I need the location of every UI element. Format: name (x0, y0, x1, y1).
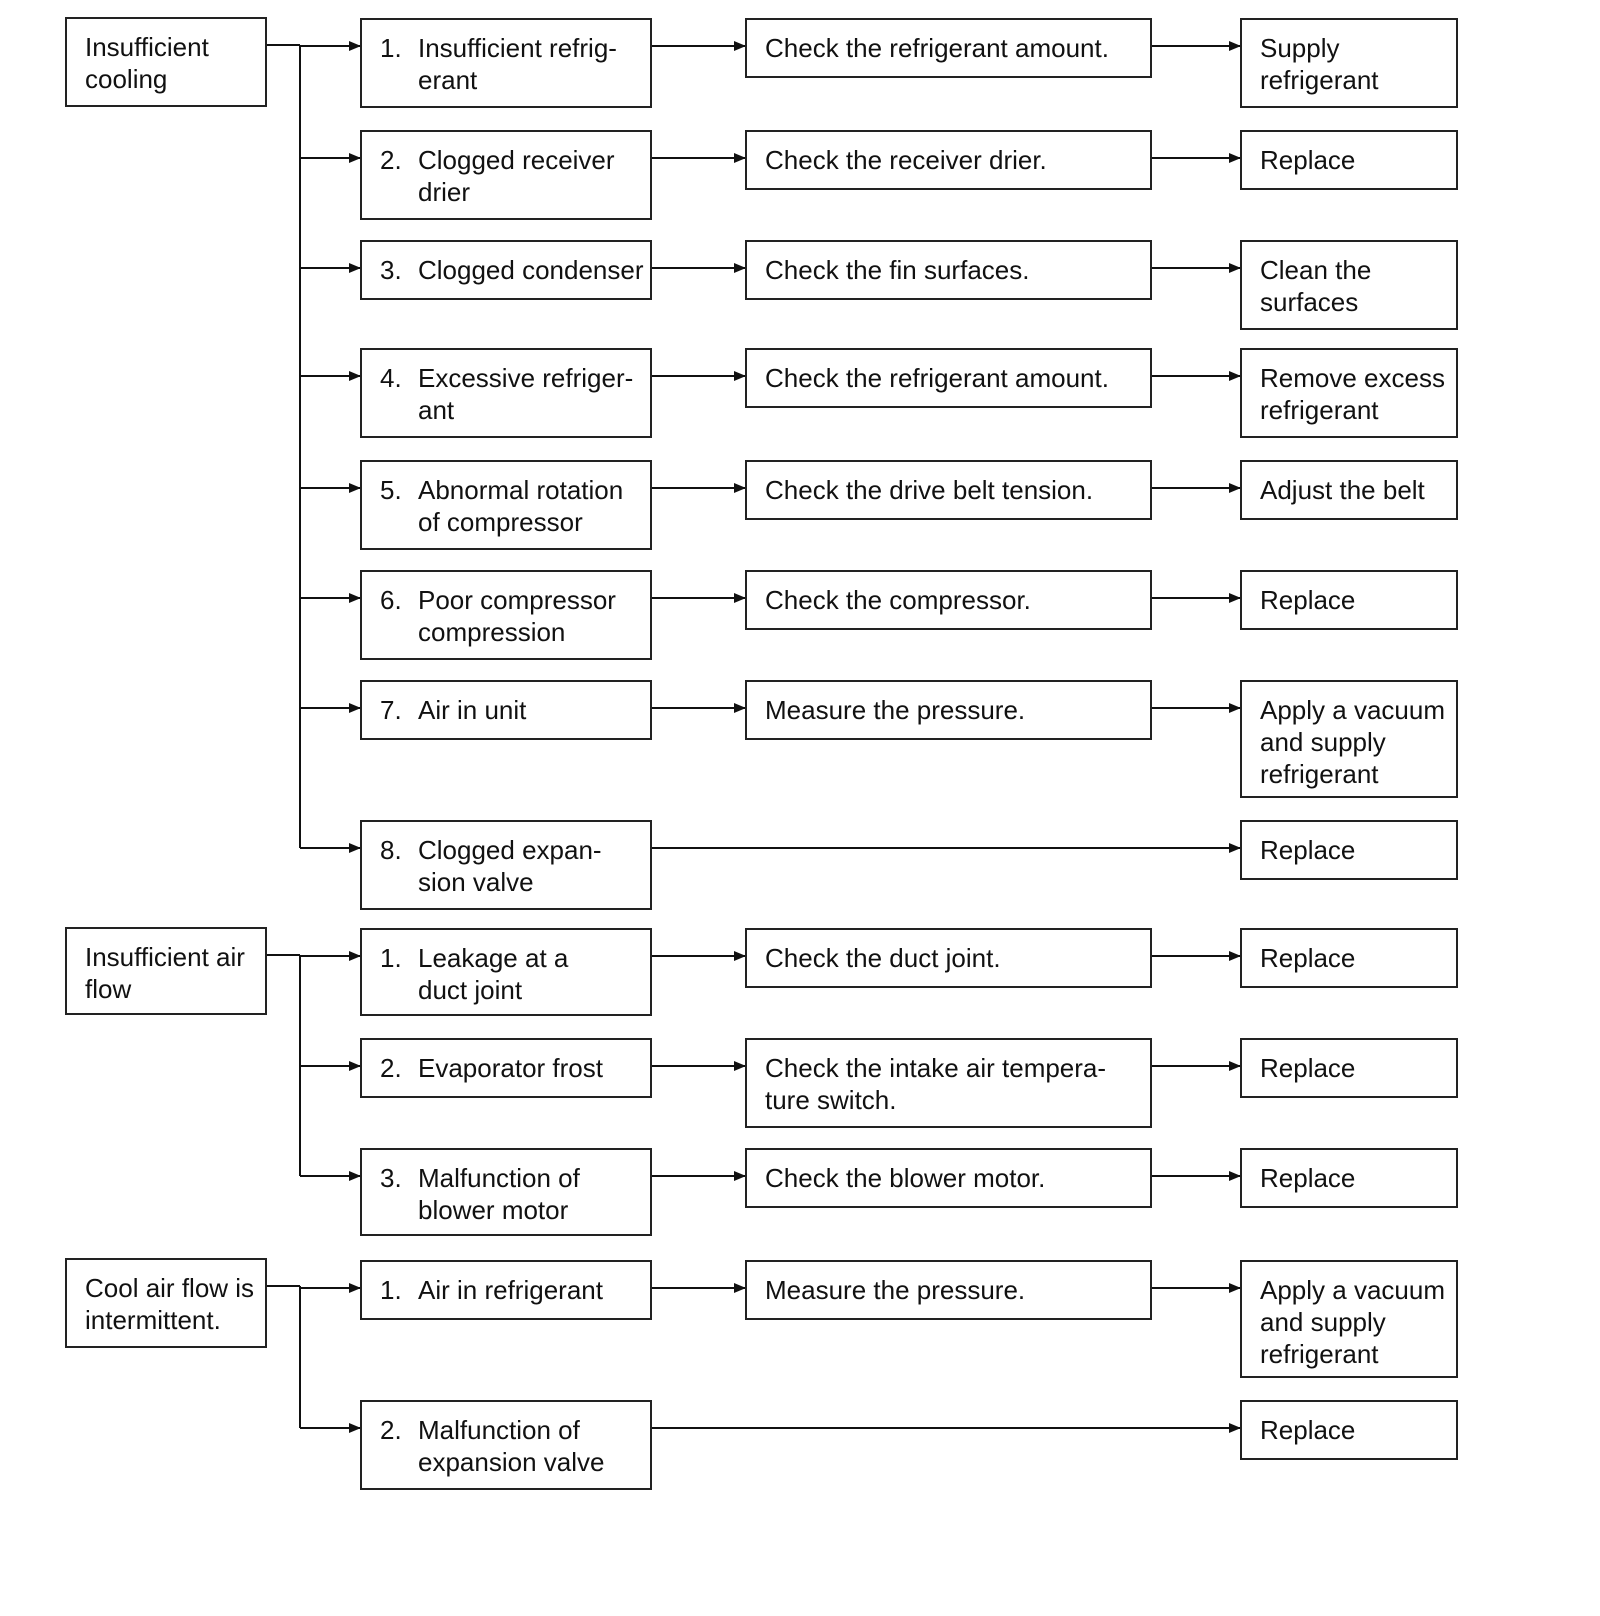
cause-number: 2. (380, 1415, 402, 1445)
remedy-box: Replace (1240, 820, 1458, 880)
cause-number: 7. (380, 695, 402, 725)
remedy-box: Replace (1240, 130, 1458, 190)
cause-label: Evaporator frost (418, 1053, 603, 1083)
cause-box: 1. Leakage at a duct joint (360, 928, 652, 1016)
remedy-box: Replace (1240, 928, 1458, 988)
cause-box: 2. Malfunction of expansion valve (360, 1400, 652, 1490)
cause-box: 5. Abnormal rotation of compressor (360, 460, 652, 550)
remedy-label: Remove excess refrigerant (1260, 363, 1445, 425)
remedy-box: Clean the surfaces (1240, 240, 1458, 330)
symptom-label: Insufficient air flow (85, 942, 245, 1004)
remedy-box: Adjust the belt (1240, 460, 1458, 520)
check-label: Check the compressor. (765, 585, 1031, 615)
remedy-label: Supply refrigerant (1260, 33, 1379, 95)
remedy-label: Adjust the belt (1260, 475, 1425, 505)
symptom-label: Insufficient cooling (85, 32, 209, 94)
cause-label: Malfunction of expansion valve (418, 1415, 605, 1477)
check-box: Check the refrigerant amount. (745, 348, 1152, 408)
symptom-box: Cool air flow is intermittent. (65, 1258, 267, 1348)
cause-number: 8. (380, 835, 402, 865)
symptom-label: Cool air flow is intermittent. (85, 1273, 255, 1335)
remedy-box: Remove excess refrigerant (1240, 348, 1458, 438)
check-box: Check the fin surfaces. (745, 240, 1152, 300)
cause-number: 2. (380, 1053, 402, 1083)
cause-box: 1. Insufficient refrig- erant (360, 18, 652, 108)
check-label: Check the refrigerant amount. (765, 363, 1109, 393)
cause-label: Air in refrigerant (418, 1275, 603, 1305)
remedy-label: Replace (1260, 1163, 1356, 1193)
check-box: Check the duct joint. (745, 928, 1152, 988)
check-label: Check the refrigerant amount. (765, 33, 1109, 63)
check-label: Check the duct joint. (765, 943, 1001, 973)
cause-number: 1. (380, 943, 402, 973)
cause-box: 7. Air in unit (360, 680, 652, 740)
remedy-label: Replace (1260, 1053, 1356, 1083)
check-label: Measure the pressure. (765, 695, 1026, 725)
cause-label: Clogged expan- sion valve (418, 835, 602, 897)
check-box: Measure the pressure. (745, 680, 1152, 740)
cause-box: 8. Clogged expan- sion valve (360, 820, 652, 910)
cause-number: 1. (380, 33, 402, 63)
remedy-label: Apply a vacuum and supply refrigerant (1260, 1275, 1445, 1369)
remedy-label: Apply a vacuum and supply refrigerant (1260, 695, 1445, 789)
remedy-label: Replace (1260, 145, 1356, 175)
cause-number: 1. (380, 1275, 402, 1305)
cause-label: Insufficient refrig- erant (418, 33, 617, 95)
cause-number: 3. (380, 255, 402, 285)
check-label: Check the intake air tempera- ture switc… (765, 1053, 1107, 1115)
cause-box: 2. Clogged receiver drier (360, 130, 652, 220)
check-label: Check the drive belt tension. (765, 475, 1094, 505)
remedy-label: Clean the surfaces (1260, 255, 1372, 317)
cause-number: 6. (380, 585, 402, 615)
cause-label: Clogged receiver drier (418, 145, 615, 207)
cause-box: 6. Poor compressor compression (360, 570, 652, 660)
remedy-label: Replace (1260, 835, 1356, 865)
check-box: Check the drive belt tension. (745, 460, 1152, 520)
check-box: Check the blower motor. (745, 1148, 1152, 1208)
cause-box: 3. Clogged condenser (360, 240, 652, 300)
check-box: Check the refrigerant amount. (745, 18, 1152, 78)
symptom-box: Insufficient air flow (65, 927, 267, 1015)
remedy-label: Replace (1260, 1415, 1356, 1445)
cause-label: Air in unit (418, 695, 527, 725)
remedy-box: Apply a vacuum and supply refrigerant (1240, 1260, 1458, 1378)
cause-box: 2. Evaporator frost (360, 1038, 652, 1098)
check-label: Measure the pressure. (765, 1275, 1026, 1305)
remedy-box: Replace (1240, 1038, 1458, 1098)
check-label: Check the receiver drier. (765, 145, 1047, 175)
cause-label: Clogged condenser (418, 255, 644, 285)
cause-box: 3. Malfunction of blower motor (360, 1148, 652, 1236)
cause-label: Poor compressor compression (418, 585, 616, 647)
symptom-box: Insufficient cooling (65, 17, 267, 107)
cause-number: 5. (380, 475, 402, 505)
remedy-box: Supply refrigerant (1240, 18, 1458, 108)
remedy-box: Replace (1240, 570, 1458, 630)
remedy-box: Replace (1240, 1400, 1458, 1460)
check-box: Check the intake air tempera- ture switc… (745, 1038, 1152, 1128)
remedy-box: Apply a vacuum and supply refrigerant (1240, 680, 1458, 798)
remedy-label: Replace (1260, 585, 1356, 615)
cause-number: 2. (380, 145, 402, 175)
check-box: Measure the pressure. (745, 1260, 1152, 1320)
check-box: Check the receiver drier. (745, 130, 1152, 190)
cause-number: 3. (380, 1163, 402, 1193)
cause-label: Abnormal rotation of compressor (418, 475, 624, 537)
check-label: Check the fin surfaces. (765, 255, 1030, 285)
remedy-box: Replace (1240, 1148, 1458, 1208)
cause-box: 1. Air in refrigerant (360, 1260, 652, 1320)
cause-label: Malfunction of blower motor (418, 1163, 580, 1225)
cause-number: 4. (380, 363, 402, 393)
cause-label: Excessive refriger- ant (418, 363, 634, 425)
cause-label: Leakage at a duct joint (418, 943, 569, 1005)
check-label: Check the blower motor. (765, 1163, 1046, 1193)
cause-box: 4. Excessive refriger- ant (360, 348, 652, 438)
remedy-label: Replace (1260, 943, 1356, 973)
check-box: Check the compressor. (745, 570, 1152, 630)
